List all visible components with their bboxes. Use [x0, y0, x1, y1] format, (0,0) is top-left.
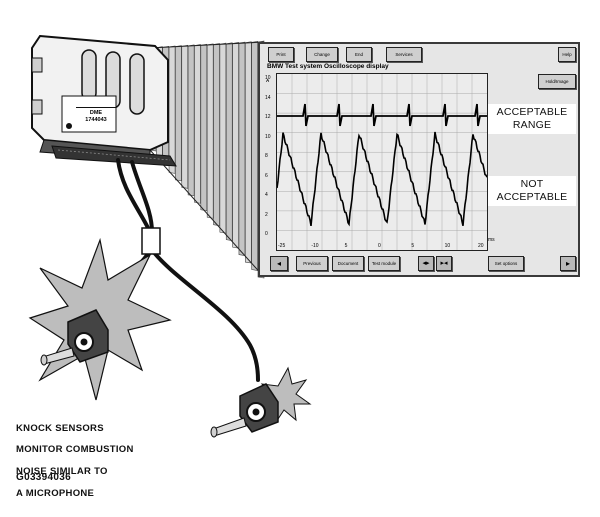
y-tick-label: 10 — [265, 75, 271, 81]
fan-panel — [181, 44, 189, 189]
y-tick-label: 4 — [265, 192, 268, 198]
fan-panel — [251, 40, 258, 271]
not-acceptable-label: NOT ACCEPTABLE — [488, 176, 576, 206]
fan-panel — [244, 41, 252, 264]
not-acceptable-waveform — [276, 131, 488, 227]
y-tick-label: 2 — [265, 211, 268, 218]
fan-panel — [200, 43, 208, 212]
module-label-line-2: 1744043 — [85, 117, 107, 123]
fan-panel — [219, 42, 227, 234]
acceptable-line-2: RANGE — [512, 119, 552, 131]
knock-sensor-right — [210, 383, 279, 438]
x-tick-label: -25 — [278, 243, 286, 249]
harness-junction — [141, 227, 161, 255]
x-tick-label: 10 — [444, 243, 451, 249]
zoom-left-button[interactable]: ◂▸ — [418, 256, 434, 271]
module-label-line-1: DME — [89, 110, 103, 116]
page-forward-button[interactable]: ▸ — [560, 256, 576, 271]
x-tick-label: 5 — [344, 243, 348, 249]
caption-line-4: A MICROPHONE — [16, 487, 95, 499]
change-button[interactable]: Change — [306, 47, 338, 62]
fan-panel — [238, 41, 246, 256]
document-button[interactable]: Document — [332, 256, 364, 271]
y-tick-label: 10 — [265, 133, 271, 140]
caption-line-2: MONITOR COMBUSTION — [16, 444, 134, 456]
fan-panel — [206, 43, 214, 219]
fan-bottom-edge — [149, 149, 265, 278]
x-tick-label: -10 — [311, 243, 319, 249]
acceptable-line-1: ACCEPTABLE — [496, 106, 568, 118]
acceptable-range-label: ACCEPTABLE RANGE — [488, 104, 576, 134]
fan-panel — [225, 42, 233, 242]
print-button[interactable]: Print — [268, 47, 294, 62]
page-back-button[interactable]: ◂ — [270, 256, 288, 271]
y-tick-label: 14 — [265, 94, 271, 101]
services-button[interactable]: Services — [386, 47, 422, 62]
fan-panel — [194, 44, 201, 204]
fan-panel — [175, 45, 182, 182]
zoom-right-button[interactable]: ▸◂ — [436, 256, 452, 271]
oscilloscope-screen: Print Change End Services Help Hold/Imag… — [258, 42, 580, 277]
set-options-button[interactable]: Set options — [488, 256, 524, 271]
figure-caption: KNOCK SENSORS MONITOR COMBUSTION NOISE S… — [16, 413, 134, 510]
engine-control-module — [31, 34, 177, 167]
not-acceptable-line-2: ACCEPTABLE — [496, 191, 568, 203]
x-tick-label: 0 — [378, 243, 381, 249]
x-tick-label: 5 — [411, 243, 415, 249]
hold-image-button[interactable]: Hold/Image — [538, 74, 576, 89]
y-tick-label: 0 — [265, 231, 268, 237]
y-tick-label: 8 — [265, 153, 268, 159]
end-button[interactable]: End — [346, 47, 372, 62]
y-tick-label: 12 — [265, 114, 271, 120]
x-tick-label: 20 — [478, 243, 484, 249]
not-acceptable-line-1: NOT — [520, 178, 544, 190]
fan-panel — [232, 42, 239, 249]
caption-line-3: NOISE SIMILAR TO — [16, 465, 108, 477]
fan-panel — [213, 43, 220, 227]
test-module-button[interactable]: Test module — [368, 256, 400, 271]
fan-panel — [168, 45, 176, 174]
caption-line-1: KNOCK SENSORS — [16, 422, 104, 434]
x-unit-label: ms — [488, 237, 495, 243]
axis-unit-marker: A — [266, 78, 270, 83]
fan-top-edge — [149, 41, 265, 49]
fan-panel — [187, 44, 195, 197]
module-label: DME 1744043 — [76, 101, 116, 124]
y-tick-label: 6 — [265, 172, 268, 179]
scope-waveform-plot — [276, 74, 488, 250]
acceptable-waveform — [277, 103, 487, 127]
help-button[interactable]: Help — [558, 47, 576, 62]
figure-id: G03394036 — [16, 472, 71, 483]
screen-title: BMW Test system Oscilloscope display — [267, 63, 389, 70]
scope-plot-area — [276, 73, 488, 251]
knock-sensor-left — [40, 309, 109, 366]
previous-function-button[interactable]: Previous function — [296, 256, 328, 271]
